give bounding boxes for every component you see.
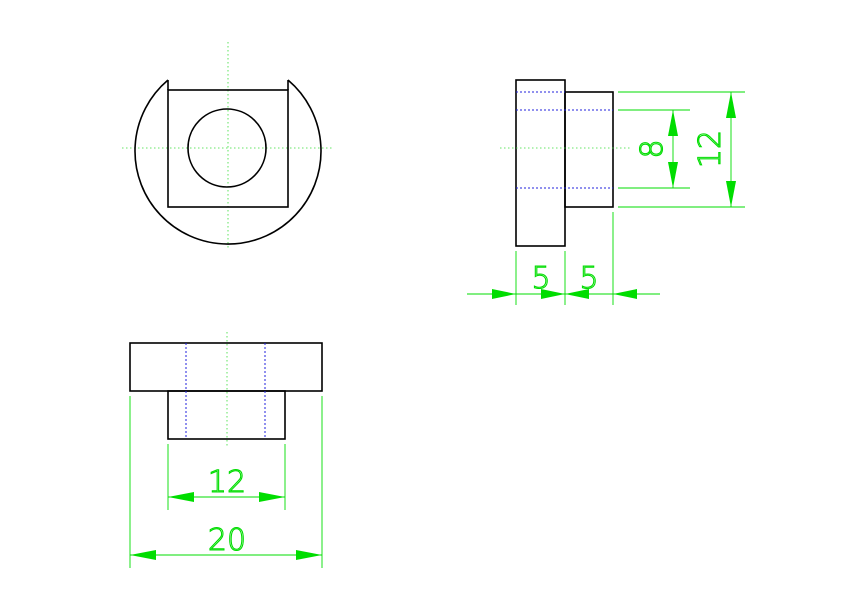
side-view-flange [515,79,566,247]
arrowhead [130,550,156,560]
dimension-label-8: 8 [635,139,670,158]
front-view [129,332,323,446]
side-view-vertical-dimensions: 8 12 [618,91,745,208]
front-view-dimensions: 12 20 [129,396,323,568]
front-view-boss [167,390,286,440]
side-view [500,79,630,247]
arrowhead [541,289,565,299]
arrowhead [668,162,678,188]
arrowhead [726,181,736,207]
dimension-label-12-horizontal: 12 [208,465,246,500]
front-view-flange [129,342,323,392]
dimension-label-12-vertical: 12 [693,130,728,168]
top-view-square-boss [167,89,289,208]
dimension-label-5-right: 5 [579,261,598,296]
arrowhead [613,289,637,299]
side-view-boss [564,91,614,208]
top-view-bore-circle [187,108,267,188]
arrowhead [565,289,589,299]
arrowhead [726,92,736,118]
side-view-horizontal-dimensions: 5 5 [467,212,660,305]
arrowhead [168,492,194,502]
arrowhead [296,550,322,560]
arrowhead [492,289,516,299]
dimension-label-5-left: 5 [531,261,550,296]
top-view [122,42,333,250]
arrowhead [668,110,678,136]
top-view-outer-arc [134,79,322,245]
dimension-label-20: 20 [208,523,246,558]
arrowhead [259,492,285,502]
